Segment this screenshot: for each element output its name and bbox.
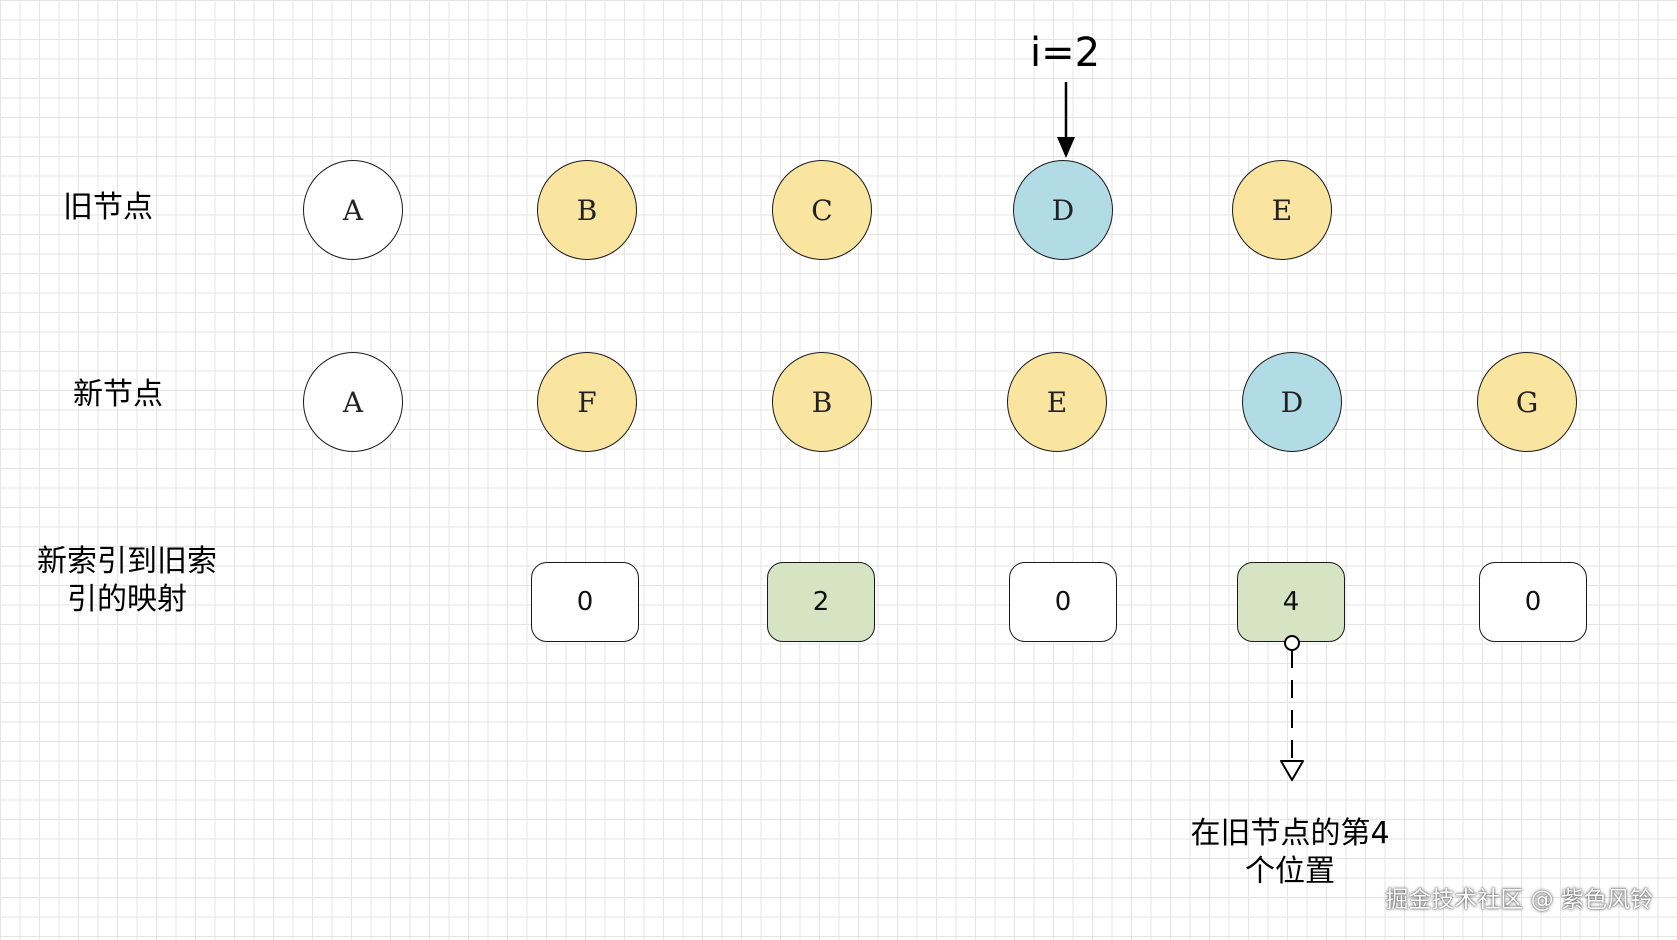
- node-label: A: [342, 193, 364, 227]
- map-box: 4: [1237, 562, 1345, 642]
- new-node: E: [1007, 352, 1107, 452]
- new-node: B: [772, 352, 872, 452]
- map-label-line1: 新索引到旧索: [37, 544, 217, 579]
- new-node: A: [303, 352, 403, 452]
- pointer-label: i=2: [1029, 30, 1101, 76]
- node-label: A: [342, 385, 364, 419]
- node-label: D: [1280, 385, 1304, 419]
- watermark: 掘金技术社区 @ 紫色风铃: [1385, 887, 1653, 913]
- map-box: 2: [767, 562, 875, 642]
- new-node: G: [1477, 352, 1577, 452]
- map-box: 0: [1009, 562, 1117, 642]
- position-note: 在旧节点的第4 个位置: [1150, 815, 1430, 891]
- node-label: G: [1515, 385, 1539, 419]
- note-line2: 个位置: [1245, 854, 1335, 889]
- old-node: E: [1232, 160, 1332, 260]
- map-value: 0: [1524, 587, 1542, 617]
- pointer-arrow: [1057, 82, 1075, 158]
- node-label: C: [811, 193, 833, 227]
- map-value: 4: [1282, 587, 1300, 617]
- new-nodes-label: 新节点: [73, 377, 163, 412]
- map-label-line2: 引的映射: [67, 582, 187, 617]
- map-box: 0: [1479, 562, 1587, 642]
- node-label: E: [1271, 193, 1293, 227]
- new-node: F: [537, 352, 637, 452]
- old-node: C: [772, 160, 872, 260]
- old-node: B: [537, 160, 637, 260]
- old-node: D: [1013, 160, 1113, 260]
- map-box: 0: [531, 562, 639, 642]
- map-value: 0: [576, 587, 594, 617]
- map-value: 2: [812, 587, 830, 617]
- old-node: A: [303, 160, 403, 260]
- map-label: 新索引到旧索 引的映射: [24, 543, 230, 619]
- node-label: B: [811, 385, 833, 419]
- new-node: D: [1242, 352, 1342, 452]
- dashed-arrow: [1280, 635, 1304, 781]
- node-label: B: [576, 193, 598, 227]
- node-label: F: [577, 385, 597, 419]
- note-line1: 在旧节点的第4: [1190, 816, 1390, 851]
- old-nodes-label: 旧节点: [63, 190, 153, 225]
- node-label: E: [1046, 385, 1068, 419]
- map-value: 0: [1054, 587, 1072, 617]
- node-label: D: [1051, 193, 1075, 227]
